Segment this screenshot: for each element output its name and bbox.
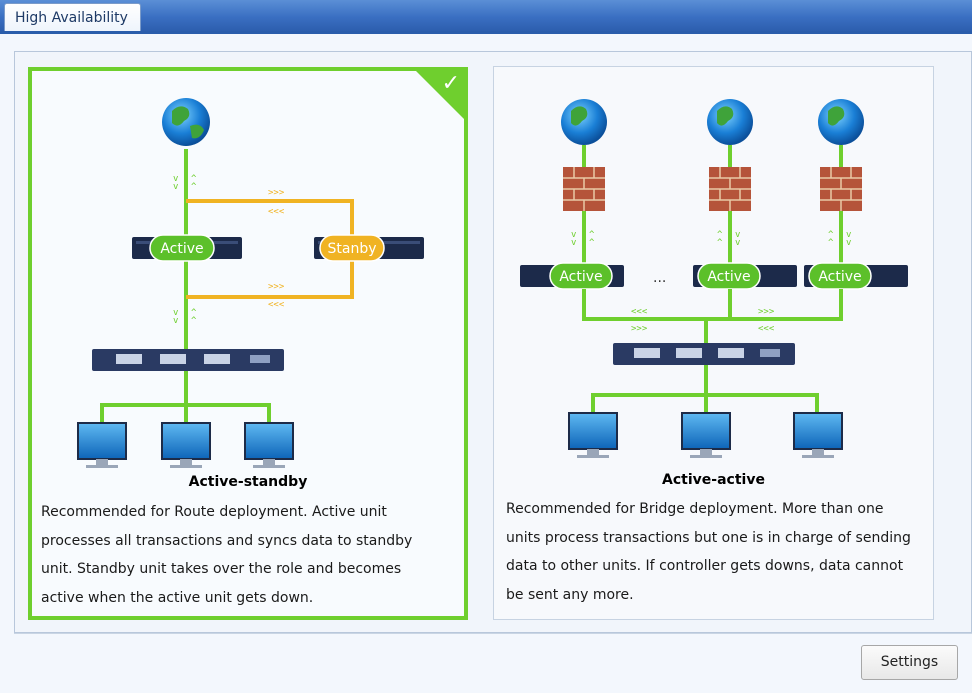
svg-text:^: ^ <box>589 230 595 240</box>
server-appliance-icon: Active <box>132 234 242 262</box>
active-label: Active <box>707 269 750 285</box>
globe-icon <box>707 99 753 145</box>
standby-label: Stanby <box>328 241 377 257</box>
svg-text:^: ^ <box>828 230 834 240</box>
firewall-icon <box>563 167 605 211</box>
svg-text:>>>: >>> <box>268 282 285 292</box>
description-line: Recommended for Route deployment. Active… <box>41 504 387 520</box>
monitor-icon <box>161 422 211 468</box>
title-bar <box>0 0 972 31</box>
svg-text:^: ^ <box>828 238 834 248</box>
svg-text:v: v <box>173 316 178 326</box>
tab-underline <box>0 31 972 34</box>
description-line: unit. Standby unit takes over the role a… <box>41 561 402 577</box>
svg-text:v: v <box>173 182 178 192</box>
mode-card-active-standby[interactable]: ✓ v v ^ ^ >>> <<< >>> <box>28 67 468 620</box>
description-line: Recommended for Bridge deployment. More … <box>506 501 884 517</box>
svg-text:v: v <box>173 174 178 184</box>
mode-title-active-active: Active-active <box>662 472 765 488</box>
active-label: Active <box>160 241 203 257</box>
active-standby-diagram: v v ^ ^ >>> <<< >>> <<< Active Stanby v … <box>77 98 424 468</box>
monitor-icon <box>681 412 731 458</box>
svg-text:v: v <box>173 308 178 318</box>
monitor-icon <box>568 412 618 458</box>
svg-text:^: ^ <box>717 238 723 248</box>
monitor-icon <box>77 422 127 468</box>
monitor-icon <box>793 412 843 458</box>
checkmark-icon: ✓ <box>441 71 460 96</box>
active-label: Active <box>818 269 861 285</box>
svg-text:^: ^ <box>191 308 197 318</box>
svg-text:<<<: <<< <box>758 324 775 334</box>
ellipsis: ... <box>653 270 666 286</box>
mode-card-active-active[interactable]: v v ^ ^ ^ ^ v v ^ ^ v v Active ... Activ… <box>493 66 934 620</box>
server-appliance-icon: Active <box>804 262 908 290</box>
svg-text:v: v <box>735 238 740 248</box>
server-appliance-icon: Stanby <box>314 234 424 262</box>
footer-divider <box>14 633 972 634</box>
monitor-icon <box>244 422 294 468</box>
svg-text:v: v <box>571 238 576 248</box>
description-line: active when the active unit gets down. <box>41 589 314 606</box>
switch-icon <box>92 349 284 371</box>
firewall-icon <box>709 167 751 211</box>
svg-text:v: v <box>846 238 851 248</box>
svg-text:>>>: >>> <box>631 324 648 334</box>
svg-text:<<<: <<< <box>268 300 285 310</box>
description-line: data to other units. If controller gets … <box>506 558 904 574</box>
description-line: units process transactions but one is in… <box>506 529 911 546</box>
globe-icon <box>818 99 864 145</box>
svg-text:v: v <box>571 230 576 240</box>
svg-text:<<<: <<< <box>631 307 648 317</box>
mode-title-active-standby: Active-standby <box>188 474 308 490</box>
firewall-icon <box>820 167 862 211</box>
globe-icon <box>561 99 607 145</box>
description-line: be sent any more. <box>506 586 634 603</box>
svg-text:^: ^ <box>191 182 197 192</box>
svg-text:>>>: >>> <box>758 307 775 317</box>
mode-description-active-standby: Recommended for Route deployment. Active… <box>41 498 461 612</box>
server-appliance-icon: Active <box>520 262 624 290</box>
active-active-diagram: v v ^ ^ ^ ^ v v ^ ^ v v Active ... Activ… <box>520 99 908 458</box>
server-appliance-icon: Active <box>693 262 797 290</box>
svg-text:^: ^ <box>191 174 197 184</box>
svg-text:v: v <box>735 230 740 240</box>
description-line: processes all transactions and syncs dat… <box>41 532 413 549</box>
svg-text:<<<: <<< <box>268 207 285 217</box>
selected-corner <box>415 70 465 120</box>
globe-icon <box>162 98 210 146</box>
settings-button[interactable]: Settings <box>861 645 958 680</box>
svg-text:^: ^ <box>191 316 197 326</box>
tab-high-availability[interactable]: High Availability <box>4 3 141 32</box>
switch-icon <box>613 343 795 365</box>
svg-text:^: ^ <box>589 238 595 248</box>
svg-text:^: ^ <box>717 230 723 240</box>
active-label: Active <box>559 269 602 285</box>
svg-text:>>>: >>> <box>268 188 285 198</box>
svg-text:v: v <box>846 230 851 240</box>
mode-description-active-active: Recommended for Bridge deployment. More … <box>506 495 931 609</box>
